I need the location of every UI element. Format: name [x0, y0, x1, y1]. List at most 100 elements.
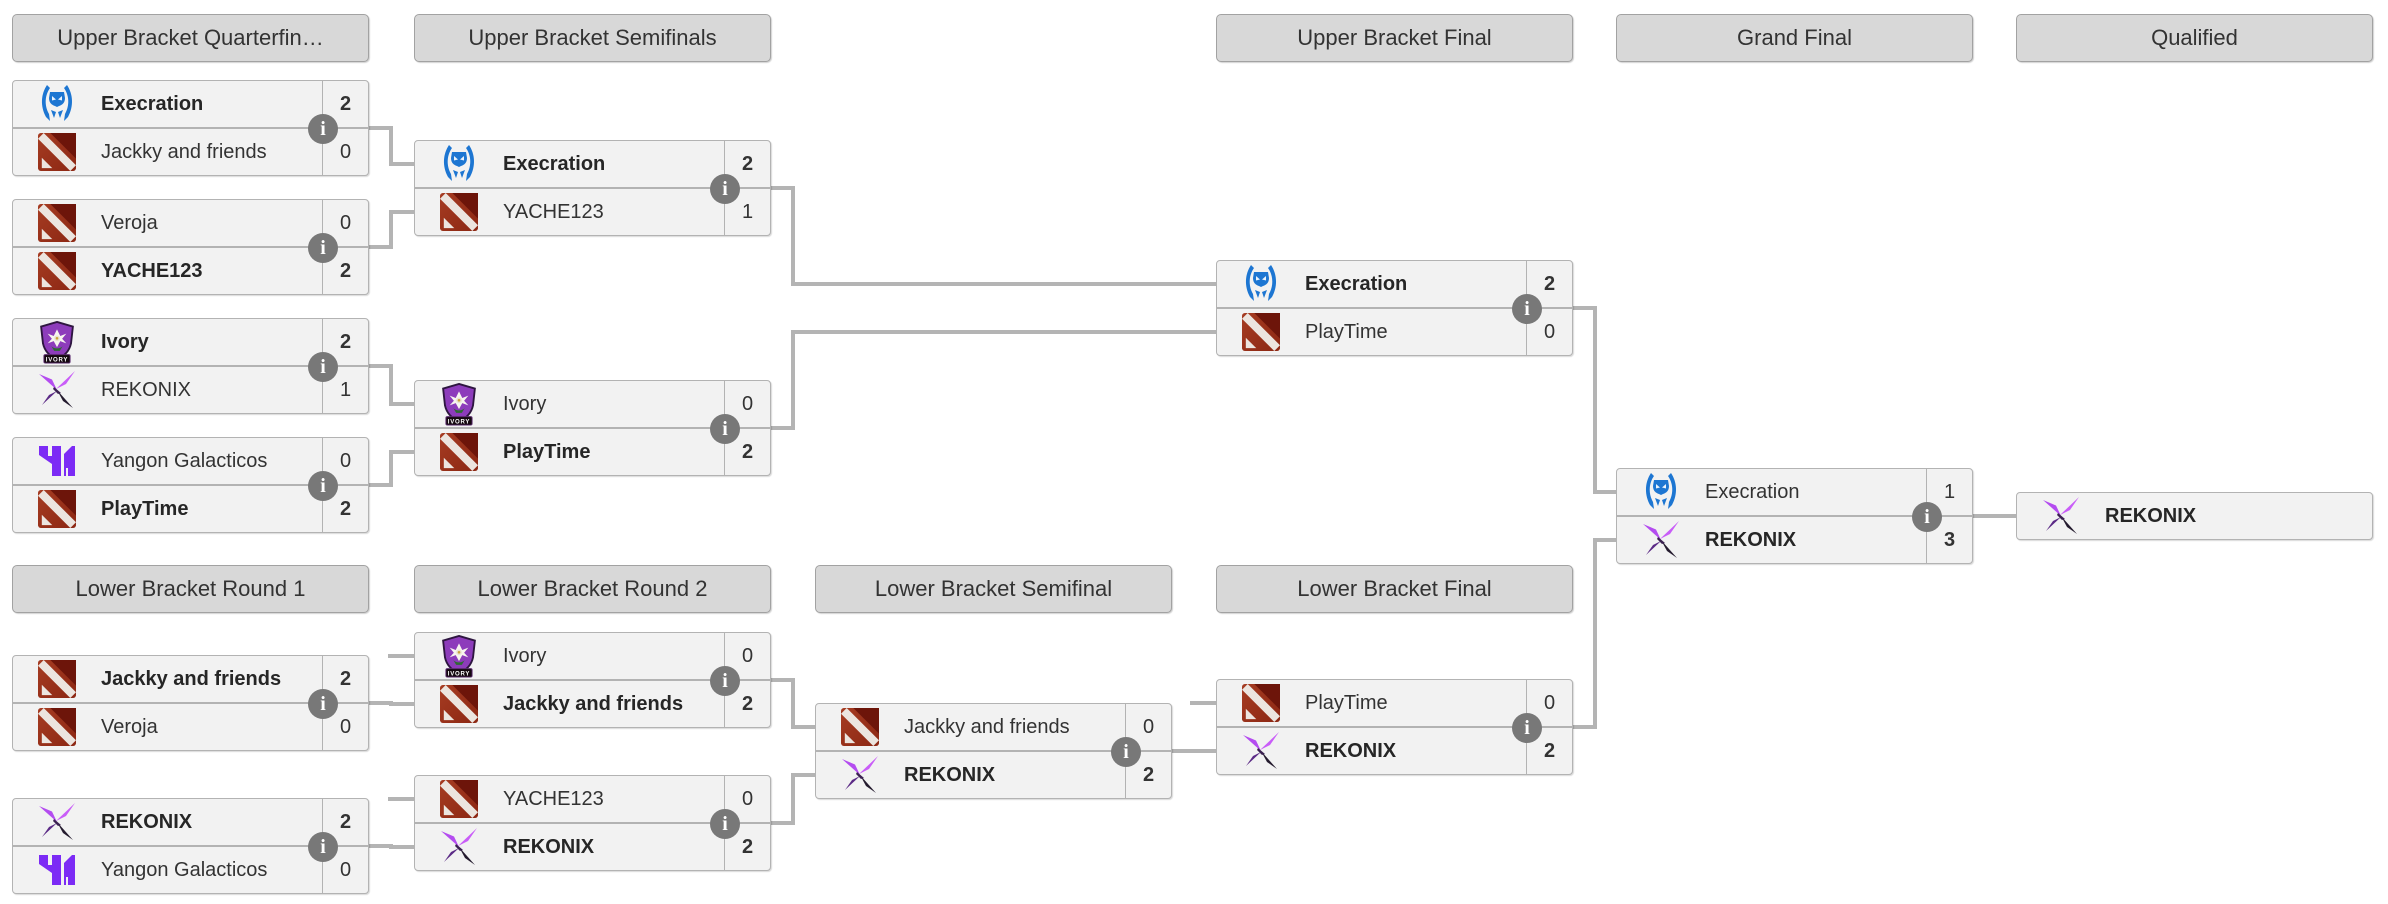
team-name[interactable]: REKONIX — [2105, 504, 2197, 527]
dota-logo-icon[interactable] — [1239, 313, 1283, 351]
yangon-logo-icon[interactable] — [35, 853, 79, 887]
team-name[interactable]: Jackky and friends — [101, 140, 267, 163]
dota-logo-icon[interactable] — [437, 193, 481, 231]
team-score: 2 — [724, 141, 770, 187]
match-info-icon[interactable]: i — [308, 689, 338, 719]
team-row: PlayTime 0 — [1217, 680, 1572, 728]
match-info-icon[interactable]: i — [308, 352, 338, 382]
team-name[interactable]: Jackky and friends — [503, 692, 684, 715]
ivory-logo-icon[interactable]: IVORY — [437, 382, 481, 426]
match-info-icon[interactable]: i — [1512, 713, 1542, 743]
team-name[interactable]: PlayTime — [1305, 320, 1388, 343]
team-name[interactable]: Ivory — [503, 392, 547, 415]
team-name[interactable]: Execration — [101, 92, 204, 115]
dota-logo-icon[interactable] — [35, 660, 79, 698]
team-name[interactable]: Execration — [1705, 480, 1800, 503]
ivory-logo-icon[interactable]: IVORY — [35, 320, 79, 364]
team-name[interactable]: REKONIX — [101, 378, 192, 401]
rekonix-logo-icon[interactable] — [1239, 731, 1283, 771]
team-name[interactable]: YACHE123 — [503, 787, 604, 810]
dota-logo-icon[interactable] — [35, 490, 79, 528]
team-score: 2 — [1526, 728, 1572, 774]
round-header-lower-bracket-round-1: Lower Bracket Round 1 — [12, 565, 369, 613]
dota-logo-icon[interactable] — [1239, 684, 1283, 722]
team-name[interactable]: Ivory — [101, 330, 149, 353]
svg-text:IVORY: IVORY — [46, 357, 68, 363]
round-header-upper-bracket-quarterfin: Upper Bracket Quarterfin… — [12, 14, 369, 62]
team-name[interactable]: REKONIX — [1305, 739, 1397, 762]
yangon-logo-icon[interactable] — [35, 444, 79, 478]
match-info-icon[interactable]: i — [308, 233, 338, 263]
team-name[interactable]: Jackky and friends — [101, 667, 282, 690]
rekonix-logo-icon[interactable] — [35, 370, 79, 410]
dota-logo-icon[interactable] — [437, 780, 481, 818]
execration-logo-icon[interactable] — [1239, 264, 1283, 304]
match-info-icon[interactable]: i — [1512, 294, 1542, 324]
match-info-icon[interactable]: i — [1111, 737, 1141, 767]
team-score: 2 — [322, 486, 368, 532]
match-info-icon[interactable]: i — [710, 414, 740, 444]
rekonix-logo-icon[interactable] — [1639, 520, 1683, 560]
execration-logo-icon[interactable] — [1639, 472, 1683, 512]
team-name[interactable]: PlayTime — [1305, 691, 1388, 714]
team-name[interactable]: Yangon Galacticos — [101, 858, 268, 881]
team-name[interactable]: REKONIX — [1705, 528, 1797, 551]
team-score: 0 — [1526, 680, 1572, 726]
team-name[interactable]: PlayTime — [503, 440, 591, 463]
dota-logo-icon[interactable] — [35, 708, 79, 746]
dota-logo-icon[interactable] — [838, 708, 882, 746]
match-info-icon[interactable]: i — [308, 471, 338, 501]
team-score: 1 — [724, 189, 770, 235]
team-name[interactable]: PlayTime — [101, 497, 189, 520]
team-name[interactable]: Veroja — [101, 715, 158, 738]
team-row: Yangon Galacticos 0 — [13, 438, 368, 486]
team-score: 0 — [1125, 704, 1171, 750]
dota-logo-icon[interactable] — [437, 433, 481, 471]
team-score: 0 — [322, 847, 368, 893]
team-name[interactable]: REKONIX — [503, 835, 595, 858]
team-row: Yangon Galacticos 0 — [13, 847, 368, 893]
execration-logo-icon[interactable] — [437, 144, 481, 184]
match-info-icon[interactable]: i — [710, 809, 740, 839]
team-name[interactable]: Jackky and friends — [904, 715, 1070, 738]
dota-logo-icon[interactable] — [437, 685, 481, 723]
execration-logo-icon[interactable] — [35, 84, 79, 124]
dota-logo-icon[interactable] — [35, 204, 79, 242]
match-info-icon[interactable]: i — [710, 174, 740, 204]
qualified-team-box: REKONIX — [2016, 492, 2373, 540]
team-name[interactable]: Veroja — [101, 211, 158, 234]
team-score: 0 — [1526, 309, 1572, 355]
rekonix-logo-icon[interactable] — [35, 802, 79, 842]
round-header-upper-bracket-semifinals: Upper Bracket Semifinals — [414, 14, 771, 62]
rekonix-logo-icon[interactable] — [2039, 496, 2083, 536]
team-name[interactable]: Execration — [503, 152, 606, 175]
team-name[interactable]: YACHE123 — [101, 259, 203, 282]
match-info-icon[interactable]: i — [1912, 502, 1942, 532]
team-name[interactable]: Ivory — [503, 644, 547, 667]
rekonix-logo-icon[interactable] — [838, 755, 882, 795]
team-score: 0 — [322, 200, 368, 246]
team-name[interactable]: YACHE123 — [503, 200, 604, 223]
team-score: 2 — [1526, 261, 1572, 307]
ivory-logo-icon[interactable]: IVORY — [437, 634, 481, 678]
match-info-icon[interactable]: i — [308, 832, 338, 862]
rekonix-logo-icon[interactable] — [437, 827, 481, 867]
team-name[interactable]: Execration — [1305, 272, 1408, 295]
team-score: 0 — [322, 438, 368, 484]
dota-logo-icon[interactable] — [35, 133, 79, 171]
team-name[interactable]: REKONIX — [904, 763, 996, 786]
match-info-icon[interactable]: i — [308, 114, 338, 144]
team-score: 0 — [322, 704, 368, 750]
match-info-icon[interactable]: i — [710, 666, 740, 696]
team-name[interactable]: Yangon Galacticos — [101, 449, 268, 472]
dota-logo-icon[interactable] — [35, 252, 79, 290]
team-name[interactable]: REKONIX — [101, 810, 193, 833]
